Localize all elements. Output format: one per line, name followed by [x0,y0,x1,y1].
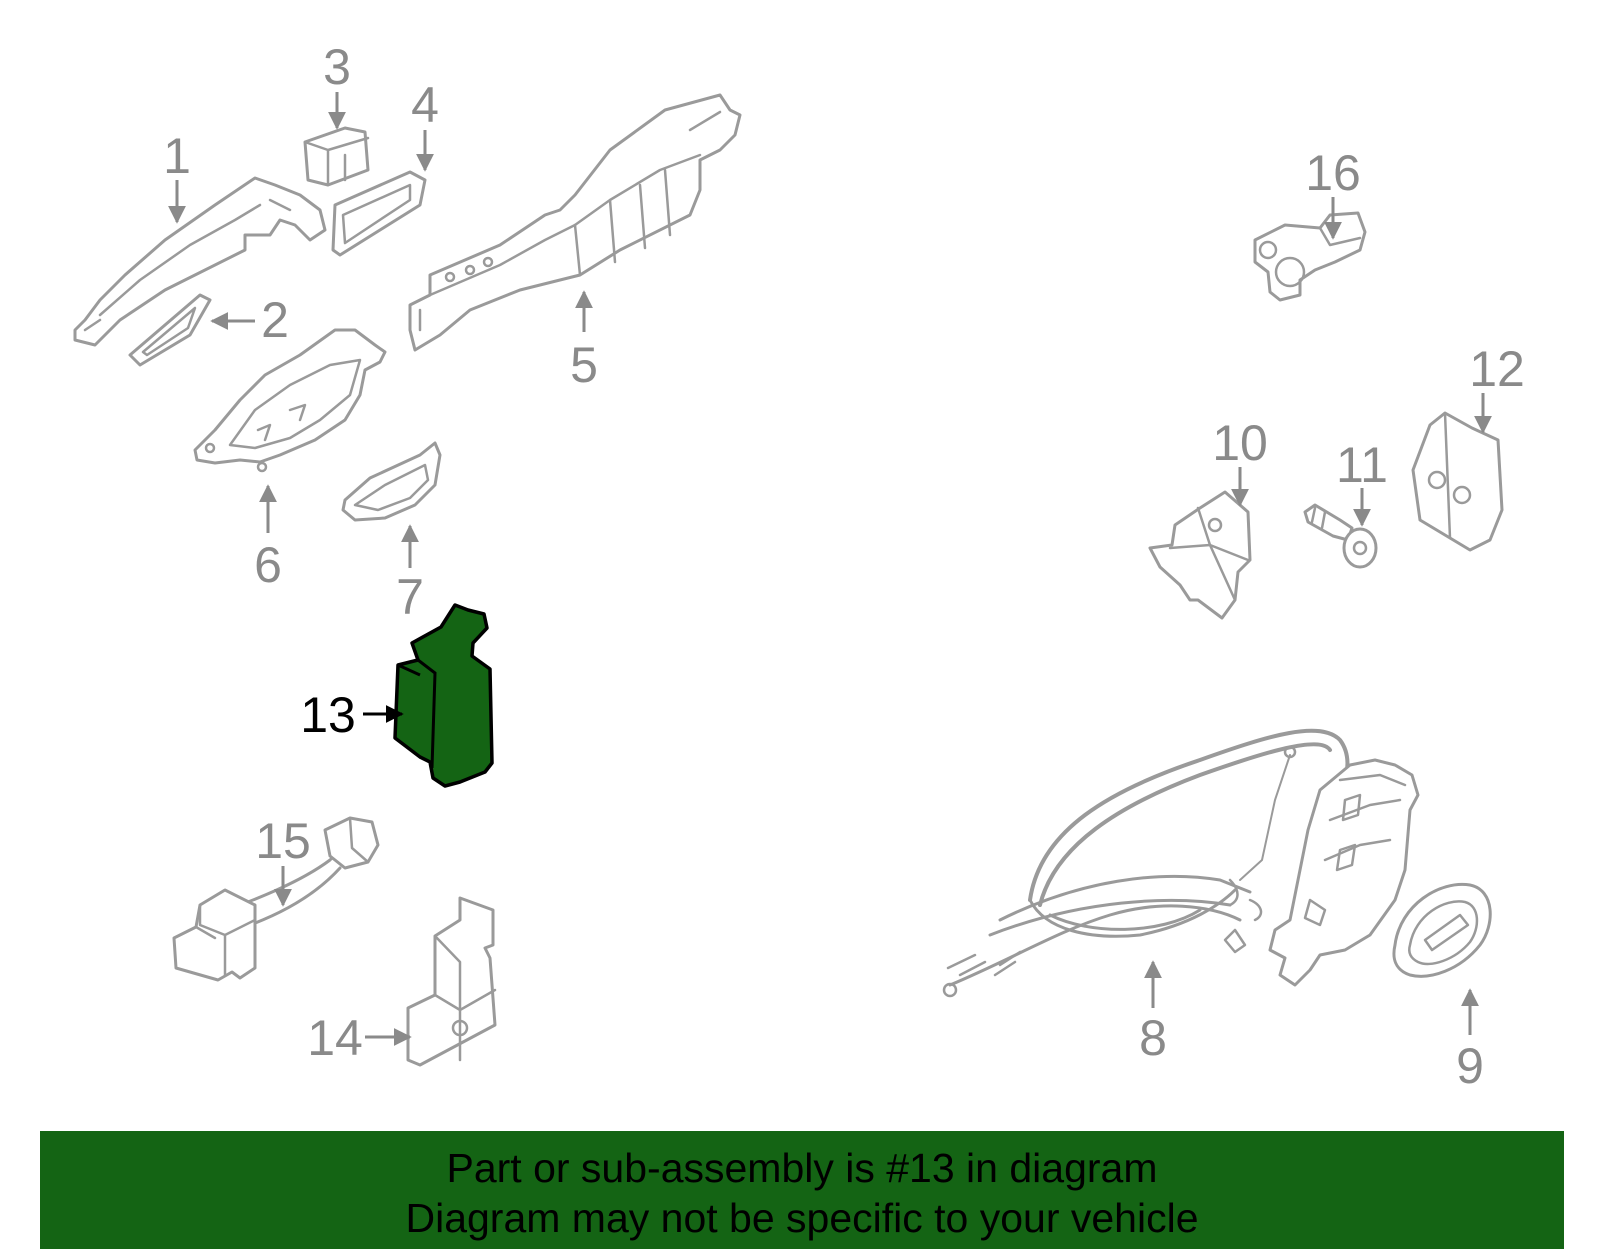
svg-text:2: 2 [261,292,289,348]
svg-text:9: 9 [1456,1038,1484,1094]
part-5-handle-frame[interactable] [408,93,742,352]
callout-15: 15 [255,813,311,907]
callout-5: 5 [570,290,598,393]
part-13-highlighted[interactable] [393,603,494,788]
svg-text:8: 8 [1139,1010,1167,1066]
svg-text:12: 12 [1469,341,1525,397]
banner-line-2: Diagram may not be specific to your vehi… [405,1195,1199,1241]
part-2-handle-cover[interactable] [128,293,212,367]
part-8-latch-assembly[interactable] [942,728,1420,998]
banner-line-1: Part or sub-assembly is #13 in diagram [446,1145,1158,1191]
svg-text:16: 16 [1305,145,1361,201]
callout-12: 12 [1469,341,1525,434]
part-7-inner-bezel[interactable] [341,441,442,522]
part-15-connector[interactable] [172,816,380,982]
part-4-bezel[interactable] [331,170,427,257]
part-1-outer-handle[interactable] [73,176,327,347]
svg-text:3: 3 [323,39,351,95]
info-banner: Part or sub-assembly is #13 in diagram D… [40,1131,1564,1249]
svg-text:14: 14 [307,1010,363,1066]
part-12-striker-plate[interactable] [1411,411,1504,552]
part-6-inner-handle[interactable] [193,328,387,473]
callout-6: 6 [254,484,282,593]
callout-3: 3 [323,39,351,130]
callout-14: 14 [307,1010,412,1066]
svg-text:7: 7 [396,569,424,625]
part-3-cylinder-block[interactable] [303,126,370,187]
svg-text:15: 15 [255,813,311,869]
svg-text:1: 1 [163,128,191,184]
svg-text:13: 13 [300,687,356,743]
callout-13: 13 [300,687,404,743]
callout-9: 9 [1456,988,1484,1094]
callout-11: 11 [1336,437,1388,527]
callout-8: 8 [1139,960,1167,1066]
callout-10: 10 [1212,415,1268,507]
callout-7: 7 [396,524,424,625]
callout-16: 16 [1305,145,1361,240]
part-14-bracket[interactable] [406,896,497,1067]
callout-2: 2 [210,292,289,348]
svg-text:10: 10 [1212,415,1268,471]
part-16-switch[interactable] [1253,211,1367,302]
svg-text:6: 6 [254,537,282,593]
svg-text:11: 11 [1336,437,1388,493]
svg-text:5: 5 [570,337,598,393]
part-10-striker-bracket[interactable] [1148,490,1252,620]
svg-text:4: 4 [411,77,439,133]
part-11-screw[interactable] [1303,503,1378,569]
callout-1: 1 [163,128,191,224]
callout-4: 4 [411,77,439,172]
part-9-grommet[interactable] [1392,882,1492,978]
